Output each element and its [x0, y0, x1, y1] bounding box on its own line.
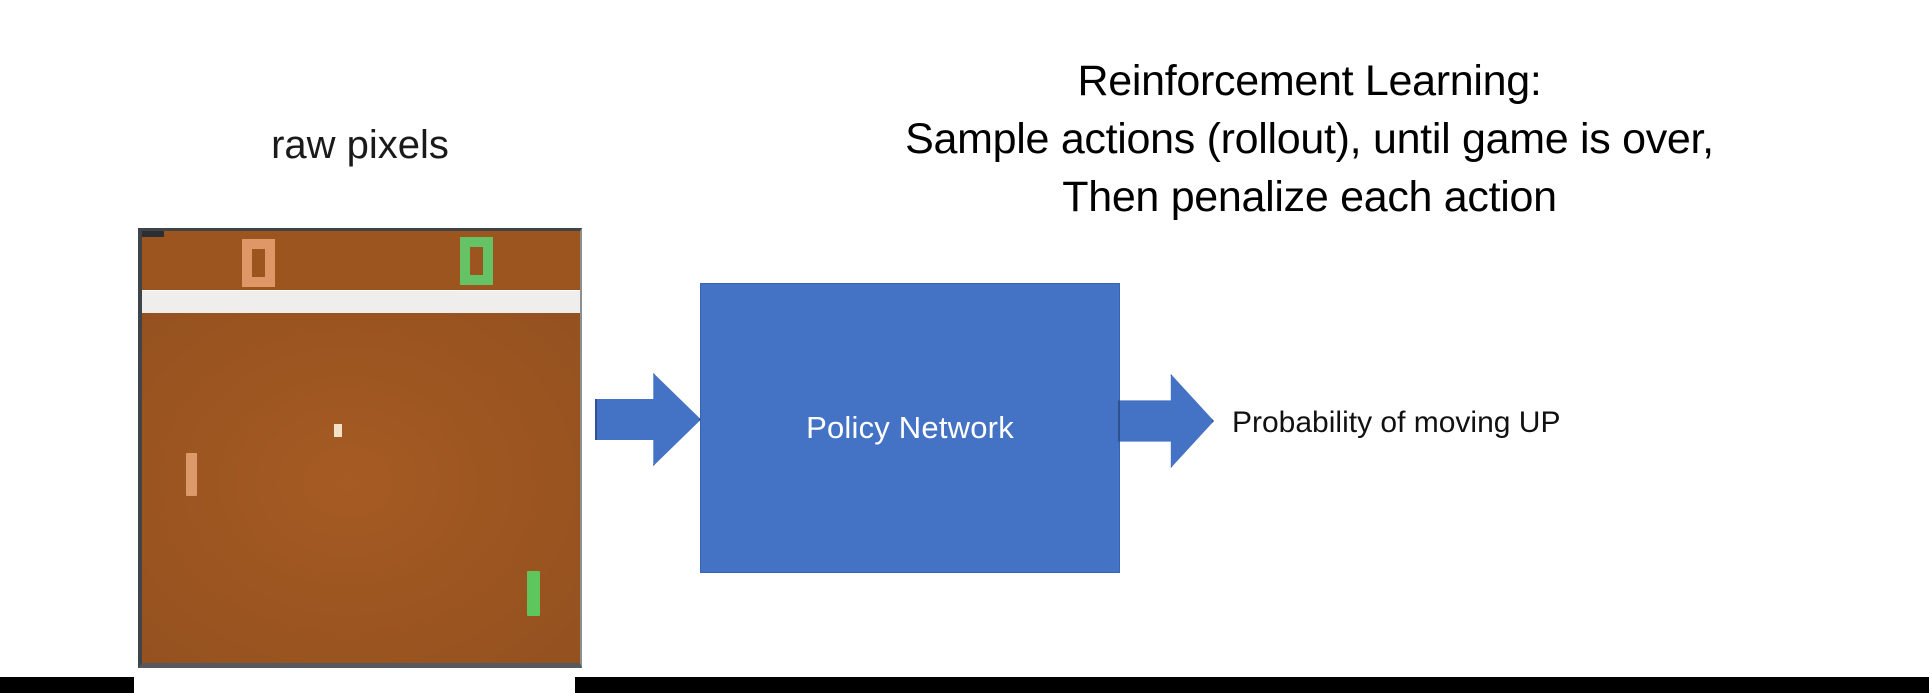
pong-right-paddle — [527, 571, 540, 616]
pong-playfield — [142, 231, 580, 663]
pong-corner-marker — [142, 231, 164, 237]
output-probability-label: Probability of moving UP — [1232, 406, 1561, 439]
slide-heading: Reinforcement Learning: Sample actions (… — [690, 52, 1929, 226]
bottom-black-bar-right — [575, 677, 1929, 693]
bottom-black-bar-left — [0, 677, 134, 693]
output-arrow-right-icon — [1118, 374, 1214, 468]
pong-divider-bar — [142, 290, 580, 313]
pong-score-left — [242, 239, 275, 287]
heading-line-3: Then penalize each action — [1062, 173, 1557, 221]
policy-network-box: Policy Network — [700, 283, 1120, 573]
heading-line-1: Reinforcement Learning: — [1077, 57, 1542, 105]
pong-score-right — [460, 237, 493, 285]
pong-ball — [334, 424, 342, 437]
input-arrow-right-icon — [595, 373, 701, 466]
raw-pixels-caption: raw pixels — [271, 123, 449, 167]
policy-network-label: Policy Network — [806, 410, 1014, 445]
pong-game-image — [138, 228, 582, 668]
pong-score-band — [142, 231, 580, 289]
pong-left-paddle — [186, 453, 197, 496]
heading-line-2: Sample actions (rollout), until game is … — [905, 115, 1714, 163]
